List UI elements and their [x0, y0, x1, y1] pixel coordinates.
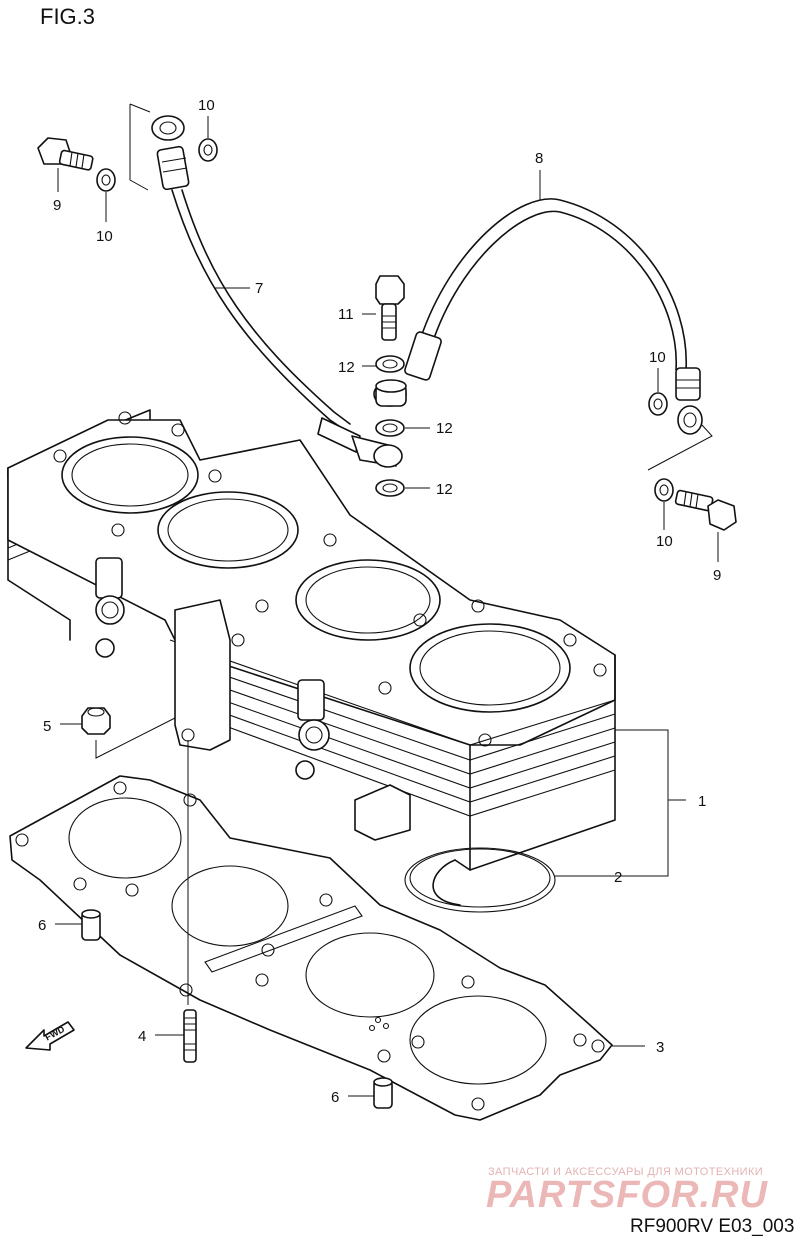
hose-fitting-block	[375, 379, 407, 407]
callout-labels: 1 2 3 4 5 6 6 7 8 9 9 10 10 10 10 11 12 …	[38, 97, 721, 1106]
gasket-bore-2	[171, 865, 289, 947]
washer-12-a	[375, 355, 405, 373]
gasket-bore-3	[305, 932, 435, 1018]
stud-bolt	[183, 1009, 197, 1063]
callout-10c: 10	[649, 349, 666, 366]
watermark-tagline: ЗАПЧАСТИ И АКСЕССУАРЫ ДЛЯ МОТОТЕХНИКИ	[488, 1166, 764, 1178]
callout-3: 3	[656, 1039, 664, 1056]
washer-10-b	[96, 168, 116, 192]
callout-11: 11	[338, 306, 354, 323]
washer-10-d	[654, 478, 674, 502]
cylinder-base-gasket	[9, 775, 613, 1121]
union-bolt-11	[375, 275, 405, 341]
drawing-code: RF900RV E03_003	[630, 1216, 795, 1237]
callout-10a: 10	[198, 97, 215, 114]
callout-9a: 9	[53, 197, 61, 214]
callout-10d: 10	[656, 533, 673, 550]
callout-6a: 6	[38, 917, 46, 934]
washer-10-a	[198, 138, 218, 162]
figure-title: FIG.3	[40, 4, 96, 29]
watermark-logo: PARTSFOR.RU	[486, 1174, 768, 1216]
callout-10b: 10	[96, 228, 113, 245]
cylinder-fins-front	[169, 639, 616, 871]
cylinder-side-bosses	[95, 557, 411, 841]
callout-1: 1	[698, 793, 706, 810]
cylinder-bore-3	[295, 559, 441, 641]
washer-12-c	[375, 479, 405, 497]
callout-7: 7	[255, 280, 263, 297]
callout-4: 4	[138, 1028, 146, 1045]
union-bolt-left	[37, 137, 94, 171]
cylinder-bore-1	[61, 436, 199, 514]
callout-2: 2	[614, 869, 622, 886]
oil-hose-right	[373, 198, 713, 471]
cylinder-bore-4	[409, 623, 571, 713]
washer-10-c	[648, 392, 668, 416]
callout-6b: 6	[331, 1089, 339, 1106]
nut	[81, 707, 176, 759]
leader-lines	[55, 116, 719, 1097]
gasket-bore-1	[68, 797, 182, 879]
callout-12b: 12	[436, 420, 453, 437]
callout-8: 8	[535, 150, 543, 167]
dowel-pin-2	[373, 1077, 393, 1109]
callout-9b: 9	[713, 567, 721, 584]
washer-12-b	[375, 419, 405, 437]
callout-5: 5	[43, 718, 51, 735]
cylinder-bore-2	[157, 491, 299, 569]
cylinder-block	[7, 409, 616, 906]
callout-12c: 12	[436, 481, 453, 498]
o-ring	[404, 847, 556, 913]
fwd-arrow-icon: FWD	[25, 1021, 75, 1051]
gasket-bore-4	[409, 995, 547, 1085]
dowel-pin-1	[81, 909, 101, 941]
callout-12a: 12	[338, 359, 355, 376]
oil-hose-left	[129, 103, 403, 468]
union-bolt-right	[674, 489, 737, 531]
